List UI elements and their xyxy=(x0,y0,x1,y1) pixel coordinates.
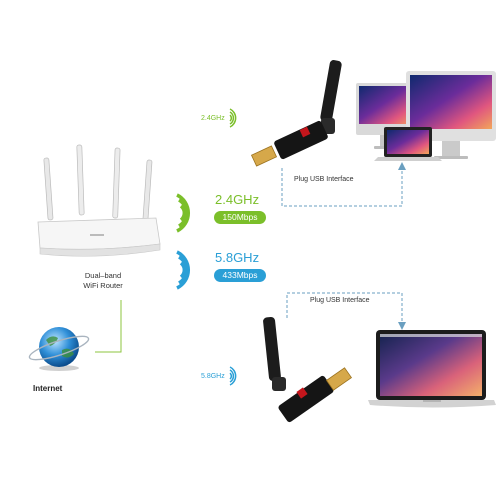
top-wifi-small-icon xyxy=(228,108,242,128)
laptop-image xyxy=(368,328,498,410)
top-band-label: 2.4GHz xyxy=(201,115,225,122)
top-plug-arrow xyxy=(398,162,406,170)
internet-globe-icon xyxy=(26,322,92,372)
band-5g-freq: 5.8GHz xyxy=(215,250,260,265)
top-plug-dashed-line xyxy=(281,168,403,207)
top-usb-adapter-image xyxy=(245,58,355,168)
internet-label: Internet xyxy=(33,384,63,393)
band-5g-speed-badge: 433Mbps xyxy=(214,269,266,282)
wifi-signal-5g-icon xyxy=(170,250,206,290)
router-image xyxy=(28,140,168,280)
band-2g-freq: 2.4GHz xyxy=(215,192,260,207)
bottom-plug-arrow xyxy=(398,322,406,330)
router-label-line1: Dual–band xyxy=(84,271,122,280)
router-label-line2: WiFi Router xyxy=(83,281,123,290)
top-plug-label: Plug USB Interface xyxy=(294,176,354,183)
bottom-plug-label: Plug USB Interface xyxy=(310,297,370,304)
bottom-band-label: 5.8GHz xyxy=(201,373,225,380)
router-internet-line xyxy=(95,300,122,353)
bottom-usb-adapter-image xyxy=(252,315,362,440)
bottom-wifi-small-icon xyxy=(228,366,242,386)
band-2g-speed-badge: 150Mbps xyxy=(214,211,266,224)
router-label: Dual–band WiFi Router xyxy=(68,271,138,291)
bottom-plug-dashed-line xyxy=(286,292,403,324)
wifi-signal-2g-icon xyxy=(170,193,206,233)
desktop-computers-image xyxy=(354,65,500,170)
